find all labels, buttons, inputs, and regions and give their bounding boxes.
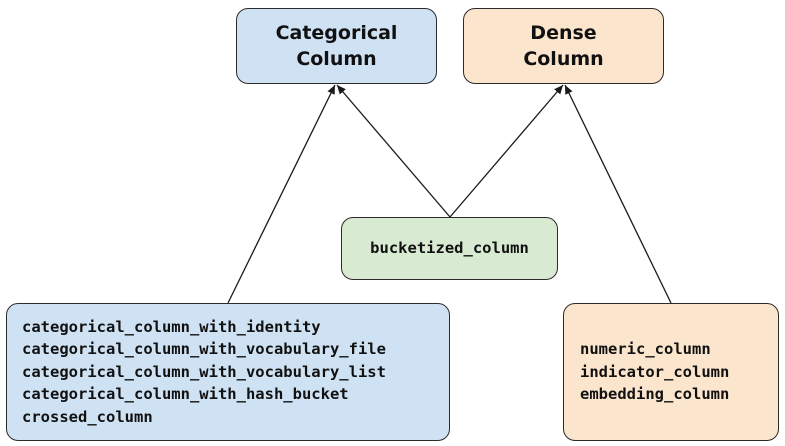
categorical-functions-node: categorical_column_with_identity categor…	[6, 303, 450, 441]
list-item: categorical_column_with_vocabulary_list	[22, 362, 386, 381]
dense-column-title-line2: Column	[523, 48, 604, 70]
categorical-column-title: Categorical Column	[276, 20, 398, 72]
bucketized-column-node: bucketized_column	[341, 217, 558, 280]
categorical-column-node: Categorical Column	[236, 8, 437, 84]
edge-dense-functions-to-dense-column	[564, 84, 672, 304]
list-item: indicator_column	[580, 362, 730, 381]
dense-column-title-line1: Dense	[530, 22, 597, 44]
dense-column-node: Dense Column	[463, 8, 664, 84]
list-item: embedding_column	[580, 385, 730, 404]
list-item: categorical_column_with_vocabulary_file	[22, 340, 386, 359]
edge-categorical-functions-to-categorical-column	[227, 84, 336, 304]
edge-bucketized-to-dense-column	[449, 84, 564, 218]
list-item: categorical_column_with_identity	[22, 317, 321, 336]
list-item: crossed_column	[22, 407, 153, 426]
bucketized-column-label: bucketized_column	[370, 239, 529, 258]
categorical-column-title-line2: Column	[296, 48, 377, 70]
dense-column-title: Dense Column	[523, 20, 603, 72]
categorical-functions-list: categorical_column_with_identity categor…	[22, 316, 386, 429]
dense-functions-node: numeric_column indicator_column embeddin…	[563, 303, 779, 441]
list-item: categorical_column_with_hash_bucket	[22, 385, 349, 404]
edge-bucketized-to-categorical-column	[336, 84, 451, 218]
categorical-column-title-line1: Categorical	[275, 22, 398, 44]
list-item: numeric_column	[580, 340, 711, 359]
bucketized-column-label-wrap: bucketized_column	[370, 237, 529, 260]
dense-functions-list: numeric_column indicator_column embeddin…	[580, 338, 729, 406]
